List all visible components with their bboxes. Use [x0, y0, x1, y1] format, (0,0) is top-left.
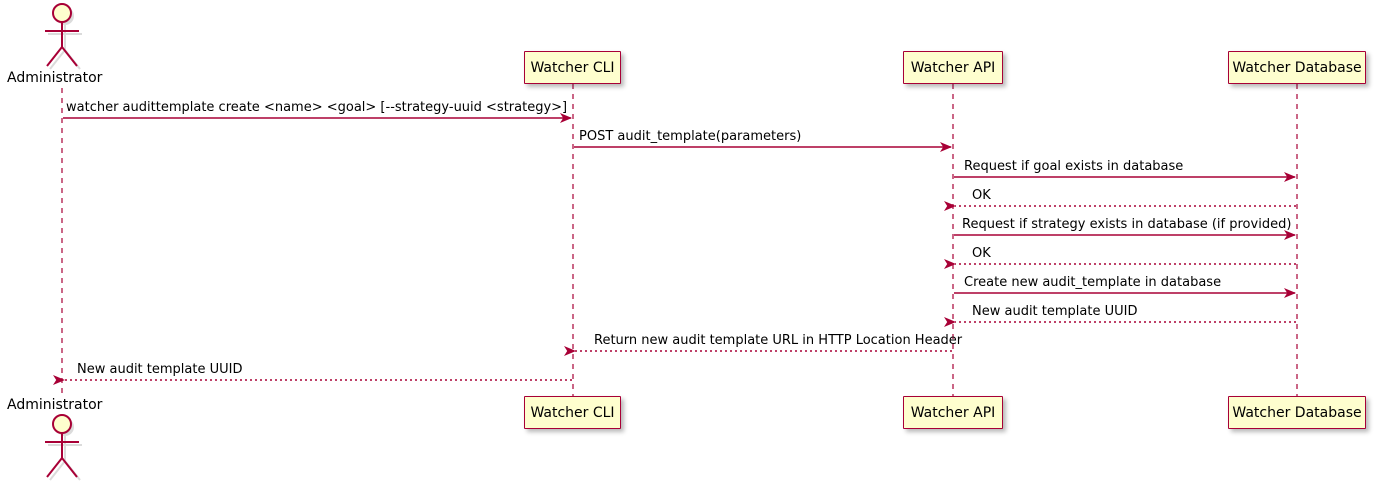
participant-box-watcher-api-top[interactable]: Watcher API: [903, 51, 1003, 84]
participant-box-watcher-cli-top[interactable]: Watcher CLI: [524, 51, 621, 84]
message-label-3: Request if goal exists in database: [964, 159, 1184, 174]
message-label-9: Return new audit template URL in HTTP Lo…: [594, 333, 963, 348]
message-label-2: POST audit_template(parameters): [579, 129, 802, 144]
participant-label-watcher-database: Watcher Database: [1232, 59, 1362, 76]
message-arrows: [53, 113, 1296, 385]
actor-label-administrator-bottom: Administrator: [7, 397, 103, 413]
lifelines: [61, 84, 1298, 396]
participant-box-watcher-database-bottom[interactable]: Watcher Database: [1228, 396, 1366, 429]
participant-label-watcher-api-bottom: Watcher API: [910, 404, 996, 421]
participant-label-watcher-api: Watcher API: [910, 59, 996, 76]
message-label-4: OK: [972, 188, 991, 203]
message-label-6: OK: [972, 246, 991, 261]
participant-label-watcher-database-bottom: Watcher Database: [1232, 404, 1362, 421]
message-label-10: New audit template UUID: [77, 362, 243, 377]
participant-label-watcher-cli: Watcher CLI: [530, 59, 615, 76]
message-label-8: New audit template UUID: [972, 304, 1138, 319]
actor-label-administrator-top: Administrator: [7, 70, 103, 86]
participant-box-watcher-cli-bottom[interactable]: Watcher CLI: [524, 396, 621, 429]
message-label-7: Create new audit_template in database: [964, 275, 1222, 290]
participant-box-watcher-api-bottom[interactable]: Watcher API: [903, 396, 1003, 429]
message-label-5: Request if strategy exists in database (…: [962, 217, 1292, 232]
message-label-1: watcher audittemplate create <name> <goa…: [66, 100, 568, 115]
participant-label-watcher-cli-bottom: Watcher CLI: [530, 404, 615, 421]
participant-box-watcher-database-top[interactable]: Watcher Database: [1228, 51, 1366, 84]
actor-icon-administrator-bottom: [45, 414, 82, 481]
actor-icon-administrator-top: [45, 3, 82, 70]
